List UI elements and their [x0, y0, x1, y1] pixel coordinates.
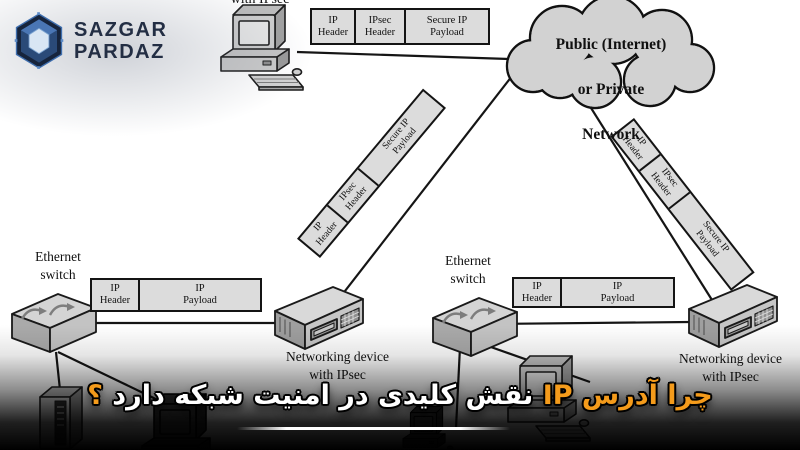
ethernet-switch-label-center: Ethernet switch — [445, 253, 491, 287]
packet-field-ip-payload: IP Payload — [600, 280, 635, 304]
caption-body: نقش کلیدی در امنیت شبکه دارد — [112, 380, 534, 411]
networking-device-left — [274, 286, 364, 350]
ethernet-switch-left — [10, 292, 98, 354]
packet-ip-center: IP Header IP Payload — [512, 277, 675, 308]
link-host-cloud — [296, 50, 510, 61]
brand-hexagon-icon — [14, 12, 64, 69]
packet-field-ip-payload: IP Payload — [183, 283, 217, 306]
packet-ip-left: IP Header IP Payload — [90, 278, 262, 312]
cloud-label-line2: or Private — [577, 81, 645, 99]
cloud-label-line1: Public (Internet) — [555, 36, 667, 54]
top-host-label: with IPsec — [213, 0, 307, 10]
networking-device-label-left: Networking device with IPsec — [285, 349, 390, 383]
cloud-label-line3: Network — [582, 126, 640, 144]
packet-field-ip-header: IP Header — [312, 10, 356, 43]
packet-field-ipsec-header: IPsec Header — [356, 10, 406, 43]
link-cloud-netdev-left — [337, 75, 513, 301]
link-cloud-netdev-right — [585, 99, 713, 301]
networking-device-right — [688, 284, 778, 348]
brand-name-line1: SAZGAR — [74, 19, 168, 41]
caption-question-mark: ؟ — [87, 380, 103, 411]
packet-field-ip-header: IP Header — [514, 279, 562, 306]
brand-name: SAZGAR PARDAZ — [74, 19, 167, 63]
packet-field-secure-payload: Secure IP Payload — [426, 14, 468, 38]
cloud-label: Public (Internet) or Private Network — [505, 12, 717, 169]
brand-name-line2: PARDAZ — [74, 41, 165, 63]
desktop-computer-ipsec — [220, 4, 304, 91]
caption-lead: چرا آدرس IP — [542, 380, 713, 411]
ethernet-switch-label-left: Ethernet switch — [35, 249, 81, 283]
packet-ipsec-top: IP Header IPsec Header Secure IP Payload — [310, 8, 490, 45]
caption-text: چرا آدرس IP نقش کلیدی در امنیت شبکه دارد… — [0, 380, 800, 411]
caption-underline — [237, 427, 510, 430]
ethernet-switch-center — [431, 296, 519, 358]
packet-field-ip-header: IP Header — [92, 280, 140, 310]
brand-logo: SAZGAR PARDAZ — [12, 12, 167, 70]
network-cloud — [505, 0, 716, 110]
link-switch-netdev-right — [486, 320, 691, 326]
